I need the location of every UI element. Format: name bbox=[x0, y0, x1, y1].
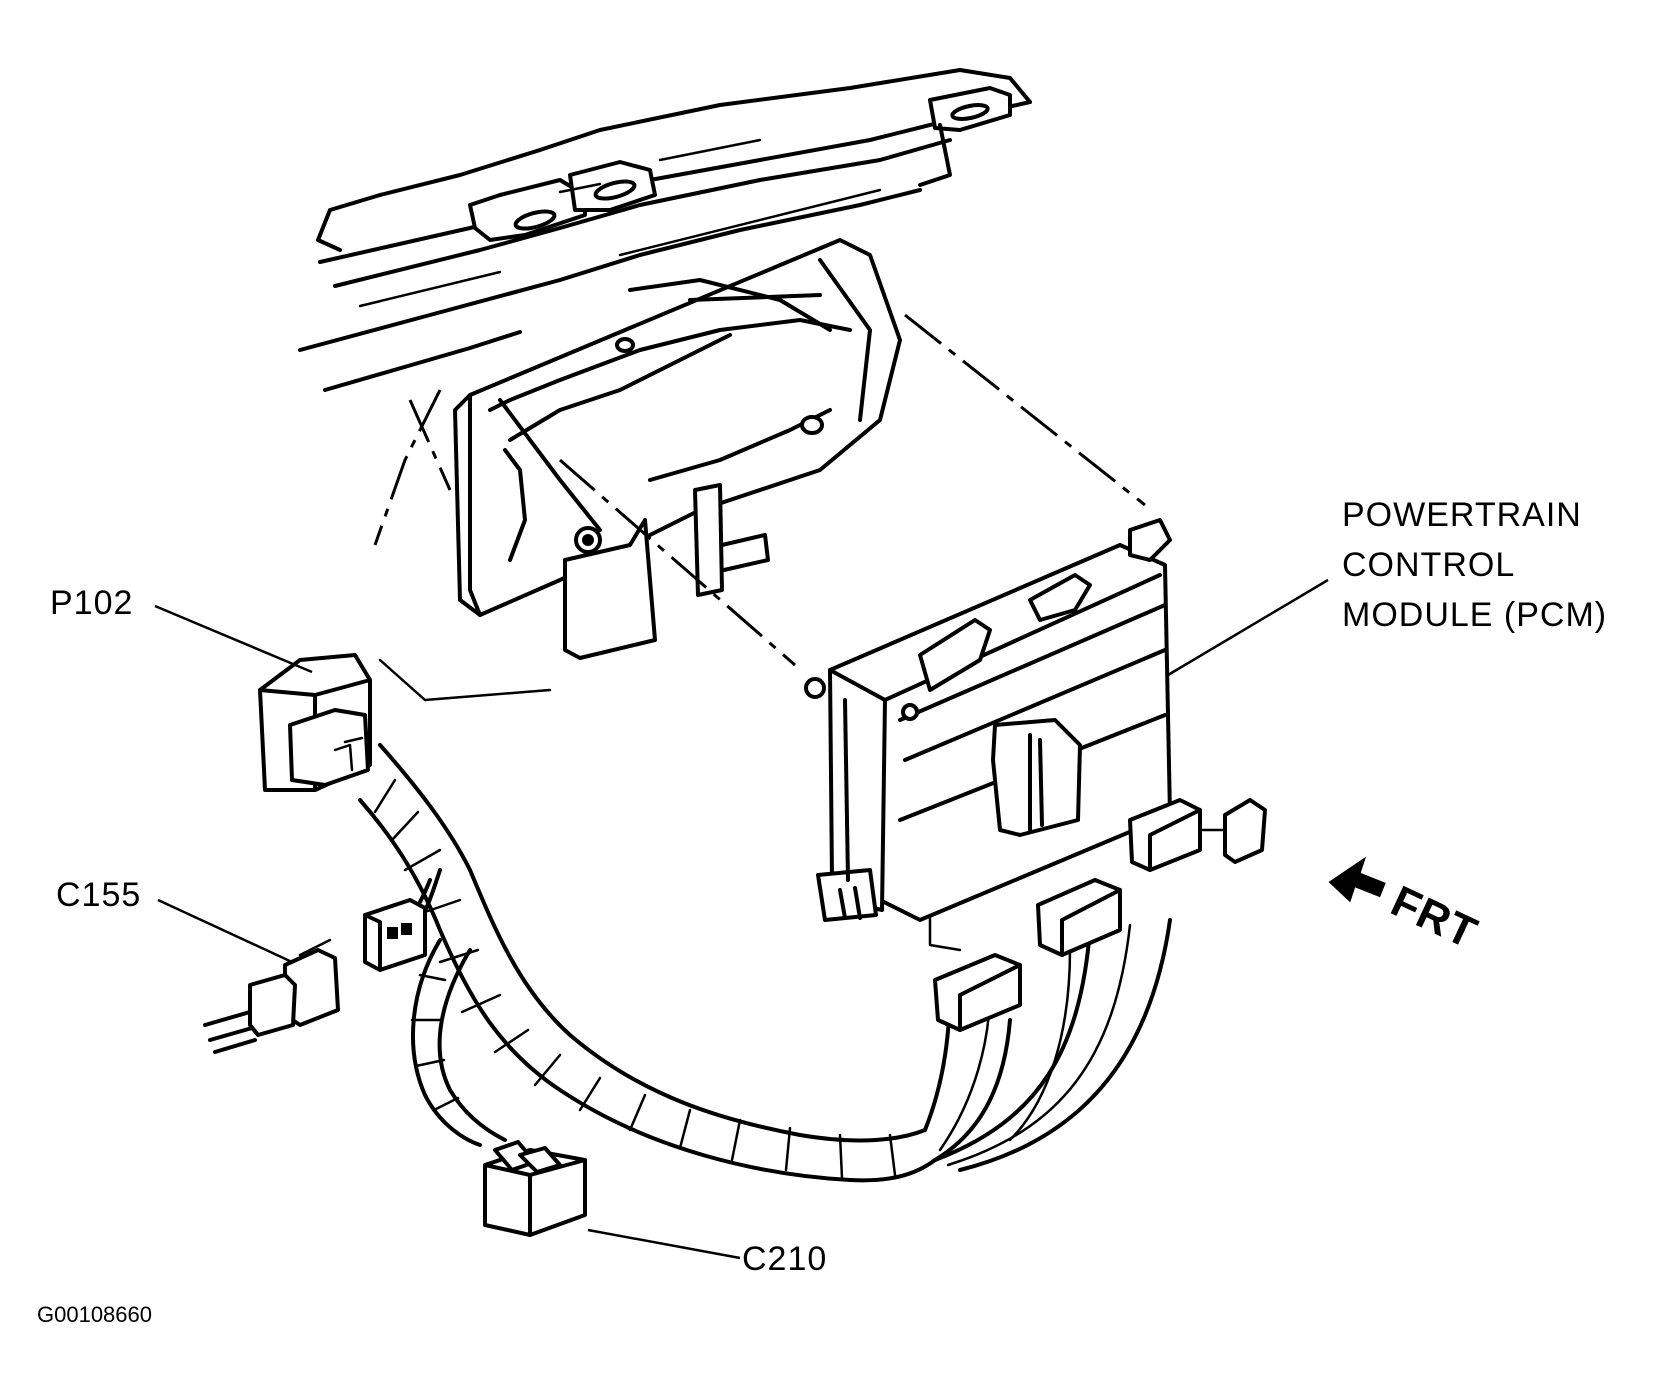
front-label: FRT bbox=[1384, 877, 1485, 959]
leader-lines bbox=[154, 578, 1329, 1260]
p102-leader bbox=[154, 604, 313, 674]
c210-connector bbox=[483, 1140, 587, 1237]
c155-connector bbox=[203, 898, 427, 1054]
c155-label: C155 bbox=[56, 876, 141, 914]
figure-code: G00108660 bbox=[37, 1302, 152, 1327]
pcm-label-line3: MODULE (PCM) bbox=[1342, 596, 1607, 634]
c210-leader bbox=[587, 1228, 741, 1260]
c210-label: C210 bbox=[742, 1240, 827, 1278]
p102-label: P102 bbox=[50, 584, 133, 622]
pcm-leader bbox=[1167, 578, 1329, 677]
cowl-panel bbox=[298, 68, 1032, 392]
pcm-module bbox=[804, 518, 1172, 922]
wiring-harness bbox=[358, 743, 1172, 1183]
pcm-label-line1: POWERTRAIN bbox=[1342, 496, 1582, 534]
c155-leader bbox=[157, 898, 293, 964]
front-arrow-icon bbox=[1328, 856, 1386, 903]
p102-connector bbox=[258, 653, 372, 792]
pcm-label-line2: CONTROL bbox=[1342, 546, 1515, 584]
pcm-connectors bbox=[933, 798, 1267, 1032]
pcm-mounting-bracket bbox=[453, 238, 902, 660]
